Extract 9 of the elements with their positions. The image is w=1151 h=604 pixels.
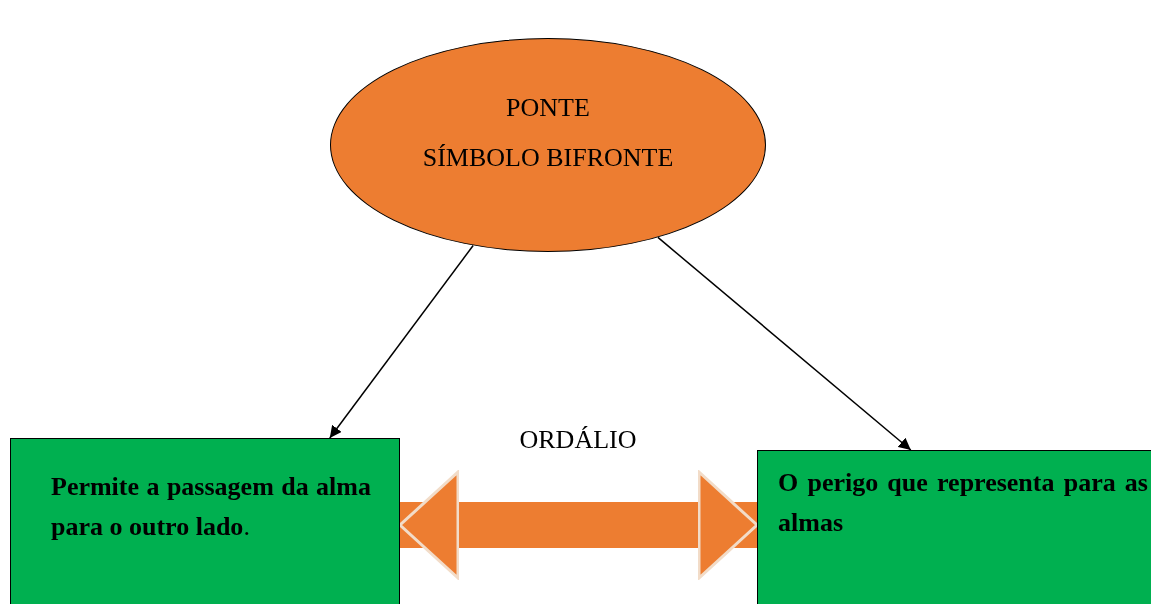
box-text: O perigo que representa para as almas (778, 467, 1148, 540)
node-text: PONTE (506, 95, 590, 121)
arrow (329, 244, 474, 439)
node-text: SÍMBOLO BIFRONTE (422, 145, 674, 171)
double-arrow (398, 470, 759, 580)
arrow (657, 236, 912, 451)
box-text: Permite a passagem da alma para o outro lado. (51, 471, 371, 544)
text-box (10, 438, 400, 604)
text-box (757, 450, 1151, 604)
